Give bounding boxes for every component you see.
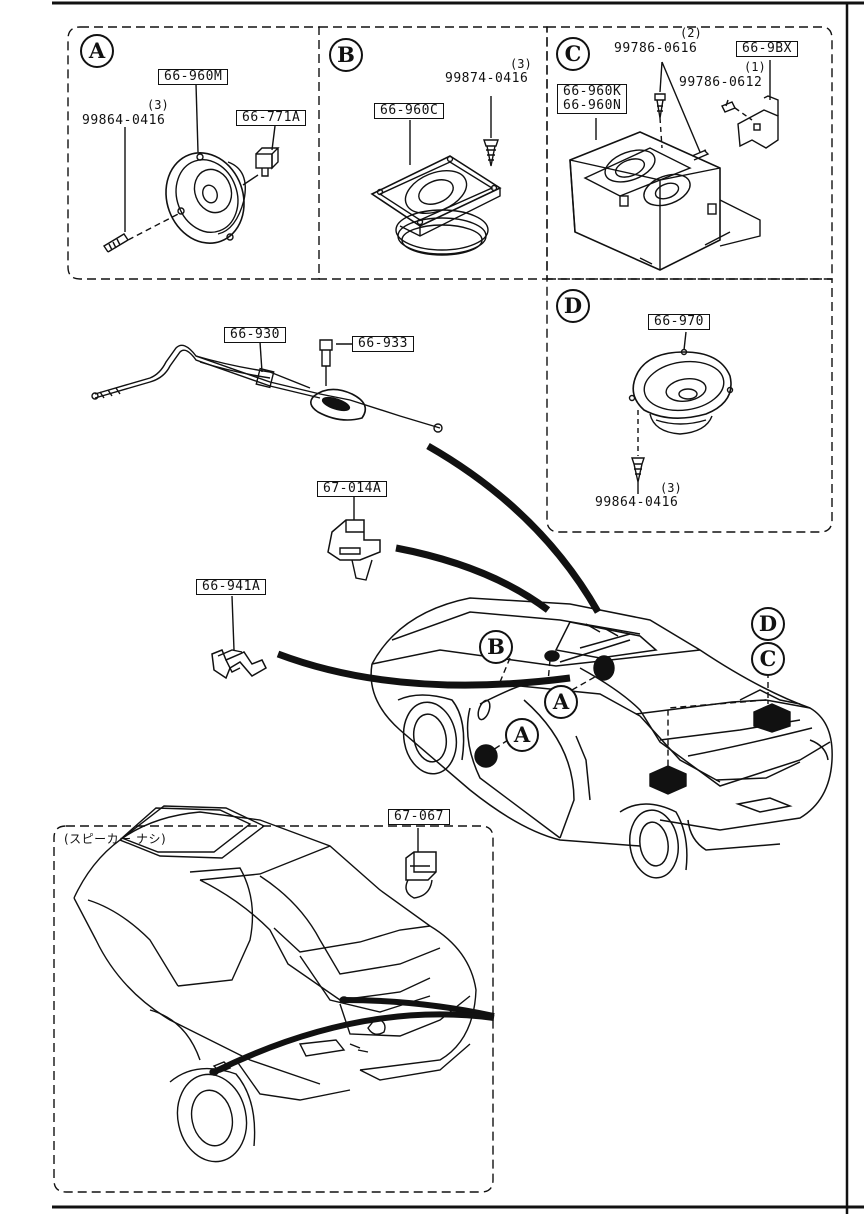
panel-a-letter: A — [80, 34, 114, 68]
leader-car-a-upper — [571, 673, 601, 691]
speaker-b-drawing — [370, 155, 502, 256]
panel-b-screw-qty: (3) — [510, 57, 532, 71]
pointer-clip-side — [276, 650, 571, 689]
speaker-box-c-drawing — [569, 131, 761, 271]
panel-b-letter: B — [329, 38, 363, 72]
car-inset-drawing — [73, 805, 477, 1163]
screw-b-drawing — [483, 139, 499, 167]
leader-car-dc — [667, 672, 769, 766]
panel-c-speaker-part-1[interactable]: 66-960K — [563, 84, 622, 99]
screw-a-drawing — [103, 211, 183, 253]
inset-caption: (スピーカー ナシ) — [64, 832, 167, 846]
panel-a-clip-part[interactable]: 66-771A — [236, 110, 307, 126]
leader-car-b — [498, 657, 551, 683]
panel-c-screw1-qty: (2) — [680, 26, 702, 40]
panel-a-screw-part[interactable]: 99864-0416 — [82, 113, 166, 128]
clip-side-drawing — [211, 649, 267, 680]
car-callout-d: D — [751, 607, 785, 641]
inset-location-lower — [209, 1068, 219, 1076]
panel-a-screw-qty: (3) — [147, 98, 169, 112]
pointer-antenna — [426, 442, 602, 614]
panel-c-bracket-part[interactable]: 66-9BX — [736, 41, 798, 57]
bracket-c-drawing — [737, 95, 779, 149]
clip-rear-part[interactable]: 67-067 — [388, 809, 450, 825]
speaker-location-a-lower — [474, 744, 498, 768]
inset-location-upper — [339, 996, 349, 1004]
antenna-bolt-part[interactable]: 66-933 — [352, 336, 414, 352]
panel-d-frame — [546, 278, 833, 533]
speaker-location-b — [544, 650, 560, 662]
panel-a-speaker-part[interactable]: 66-960M — [158, 69, 229, 85]
speaker-location-a-upper — [593, 655, 615, 681]
panel-c-frame — [546, 26, 833, 280]
panel-c-screw2-qty: (1) — [744, 60, 766, 74]
screw-d-drawing — [631, 410, 645, 483]
panel-c-speaker-part-2[interactable]: 66-960N — [563, 98, 622, 113]
pointer-rear-lower — [212, 1011, 495, 1075]
panel-c-screw1-part[interactable]: 99786-0616 — [614, 41, 698, 56]
inset-frame — [53, 825, 494, 1193]
antenna-cable-drawing — [91, 339, 443, 433]
speaker-a-drawing — [165, 152, 259, 244]
antenna-cable-part[interactable]: 66-930 — [224, 327, 286, 343]
panel-c-letter: C — [556, 37, 590, 71]
car-callout-b: B — [479, 630, 513, 664]
speaker-location-c — [753, 703, 791, 733]
leader-a-clip — [271, 125, 276, 151]
panel-a-frame — [67, 26, 320, 280]
panel-d-letter: D — [556, 289, 590, 323]
panel-c-screw2-part[interactable]: 99786-0612 — [679, 75, 763, 90]
panel-b-screw-part[interactable]: 99874-0416 — [445, 71, 529, 86]
panel-b-speaker-part[interactable]: 66-960C — [374, 103, 445, 119]
car-callout-a-lower: A — [505, 718, 539, 752]
pointer-rear-upper — [343, 997, 495, 1019]
panel-d-screw-part[interactable]: 99864-0416 — [595, 495, 679, 510]
clip-upper-part[interactable]: 67-014A — [317, 481, 388, 497]
clip-side-part[interactable]: 66-941A — [196, 579, 267, 595]
car-callout-a-upper: A — [544, 685, 578, 719]
leader-c-screw1b — [661, 61, 701, 153]
leader-a-speaker — [195, 83, 199, 153]
screws-c-drawing — [654, 93, 753, 161]
leader-antenna-cable — [259, 341, 263, 373]
clip-a-drawing — [255, 147, 280, 177]
panel-d-screw-qty: (3) — [660, 481, 682, 495]
leader-car-a-lower — [489, 739, 509, 753]
speaker-location-d — [649, 765, 687, 795]
speaker-d-drawing — [628, 348, 734, 435]
leader-d-speaker — [683, 331, 687, 351]
car-callout-c: C — [751, 642, 785, 676]
leader-c-screw1 — [659, 61, 663, 93]
pointer-clip-upper — [395, 544, 551, 613]
leader-c-screw2 — [725, 99, 729, 107]
panel-d-speaker-part[interactable]: 66-970 — [648, 314, 710, 330]
leader-clip-side — [231, 595, 235, 651]
clip-rear-drawing — [405, 851, 437, 899]
clip-upper-drawing — [327, 519, 381, 581]
panel-c-speaker-parts[interactable]: 66-960K 66-960N — [557, 84, 628, 114]
